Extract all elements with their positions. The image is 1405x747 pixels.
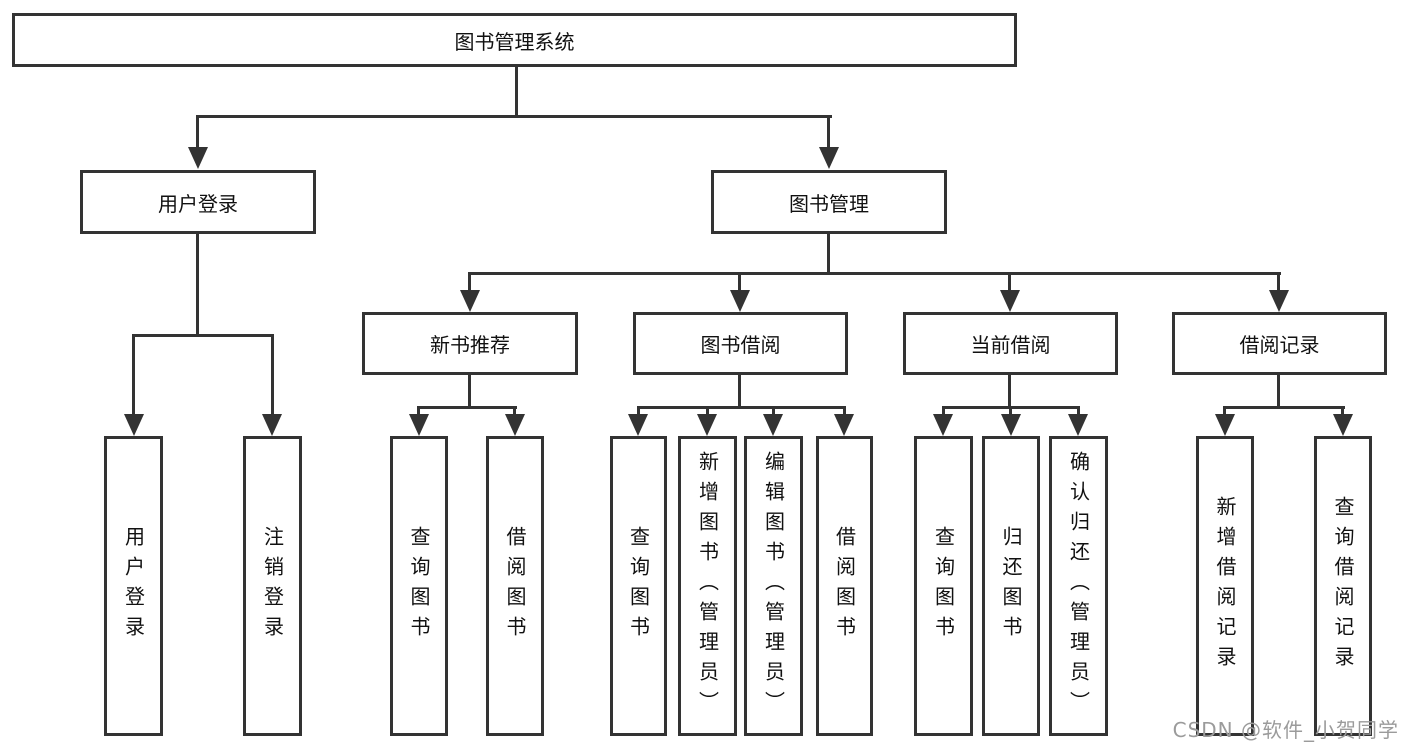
connector-bookborrow-c1-stem xyxy=(637,406,640,418)
connector-root-split xyxy=(196,115,832,118)
connector-bookborrow-stub xyxy=(738,375,741,409)
leaf-borrow-edit-admin-label: 编辑图书（管理员） xyxy=(761,451,786,721)
leaf-current-query: 查询图书 xyxy=(914,436,973,736)
leaf-user-login: 用户登录 xyxy=(104,436,163,736)
leaf-newbooks-borrow-label: 借阅图书 xyxy=(503,526,527,646)
node-user-login: 用户登录 xyxy=(80,170,316,234)
leaf-records-query: 查询借阅记录 xyxy=(1314,436,1372,736)
arrow-down-icon xyxy=(933,414,953,436)
leaf-borrow-borrow-label: 借阅图书 xyxy=(832,526,857,646)
connector-records-c1-stem xyxy=(1223,406,1226,418)
connector-currentborrow-c1-stem xyxy=(942,406,945,418)
connector-newbooks-c1-stem xyxy=(417,406,420,418)
connector-bookborrow-c4-stem xyxy=(843,406,846,418)
connector-bookborrow-split xyxy=(637,406,846,409)
arrow-down-icon xyxy=(819,147,839,169)
leaf-newbooks-borrow: 借阅图书 xyxy=(486,436,544,736)
arrow-down-icon xyxy=(628,414,648,436)
connector-l3-c2-stem xyxy=(738,272,741,292)
node-user-login-label: 用户登录 xyxy=(158,191,238,216)
node-current-borrow-label: 当前借阅 xyxy=(970,333,1051,357)
node-book-borrow: 图书借阅 xyxy=(633,312,848,375)
connector-userlogin-stub xyxy=(196,234,199,336)
leaf-current-confirm-admin: 确认归还（管理员） xyxy=(1049,436,1108,736)
connector-userlogin-c1-stem xyxy=(132,334,135,415)
csdn-watermark: CSDN @软件_小贺同学 xyxy=(1172,718,1399,742)
connector-newbooks-c2-stem xyxy=(513,406,516,418)
leaf-borrow-add-admin: 新增图书（管理员） xyxy=(678,436,737,736)
connector-newbooks-split xyxy=(417,406,517,409)
arrow-down-icon xyxy=(1215,414,1235,436)
connector-root-left-stem xyxy=(196,115,199,148)
leaf-borrow-query: 查询图书 xyxy=(610,436,667,736)
connector-userlogin-split xyxy=(132,334,274,337)
connector-l3-c4-stem xyxy=(1277,272,1280,292)
connector-root-stub xyxy=(515,67,518,118)
arrow-down-icon xyxy=(1333,414,1353,436)
leaf-newbooks-query: 查询图书 xyxy=(390,436,448,736)
connector-currentborrow-c2-stem xyxy=(1009,406,1012,418)
leaf-records-add-label: 新增借阅记录 xyxy=(1213,496,1237,676)
connector-currentborrow-c3-stem xyxy=(1077,406,1080,418)
connector-bookborrow-c3-stem xyxy=(772,406,775,418)
connector-l3-c1-stem xyxy=(468,272,471,292)
node-root-label: 图书管理系统 xyxy=(454,29,575,54)
connector-records-stub xyxy=(1277,375,1280,409)
leaf-borrow-add-admin-label: 新增图书（管理员） xyxy=(695,451,720,721)
leaf-current-return-label: 归还图书 xyxy=(999,526,1023,646)
leaf-borrow-query-label: 查询图书 xyxy=(626,526,651,646)
arrow-down-icon xyxy=(1001,414,1021,436)
node-book-borrow-label: 图书借阅 xyxy=(700,333,781,357)
leaf-logout-label: 注销登录 xyxy=(260,526,285,646)
arrow-down-icon xyxy=(834,414,854,436)
node-new-books-label: 新书推荐 xyxy=(430,333,510,357)
connector-bookmgmt-split xyxy=(468,272,1281,275)
connector-newbooks-stub xyxy=(468,375,471,409)
leaf-borrow-edit-admin: 编辑图书（管理员） xyxy=(744,436,803,736)
arrow-down-icon xyxy=(1269,290,1289,312)
node-book-mgmt-label: 图书管理 xyxy=(789,191,869,216)
arrow-down-icon xyxy=(697,414,717,436)
node-borrow-records-label: 借阅记录 xyxy=(1239,333,1320,357)
connector-records-c2-stem xyxy=(1341,406,1344,418)
arrow-down-icon xyxy=(505,414,525,436)
connector-bookmgmt-stub xyxy=(827,234,830,275)
arrow-down-icon xyxy=(1000,290,1020,312)
arrow-down-icon xyxy=(730,290,750,312)
leaf-records-query-label: 查询借阅记录 xyxy=(1331,496,1355,676)
node-current-borrow: 当前借阅 xyxy=(903,312,1118,375)
arrow-down-icon xyxy=(763,414,783,436)
leaf-newbooks-query-label: 查询图书 xyxy=(407,526,431,646)
arrow-down-icon xyxy=(409,414,429,436)
leaf-current-return: 归还图书 xyxy=(982,436,1040,736)
connector-root-right-stem xyxy=(827,115,830,148)
leaf-records-add: 新增借阅记录 xyxy=(1196,436,1254,736)
connector-l3-c3-stem xyxy=(1008,272,1011,292)
connector-bookborrow-c2-stem xyxy=(706,406,709,418)
leaf-borrow-borrow: 借阅图书 xyxy=(816,436,873,736)
connector-currentborrow-stub xyxy=(1008,375,1011,409)
node-new-books: 新书推荐 xyxy=(362,312,578,375)
leaf-user-login-label: 用户登录 xyxy=(121,526,146,646)
connector-records-split xyxy=(1223,406,1345,409)
arrow-down-icon xyxy=(188,147,208,169)
leaf-current-query-label: 查询图书 xyxy=(931,526,956,646)
arrow-down-icon xyxy=(1068,414,1088,436)
arrow-down-icon xyxy=(460,290,480,312)
connector-userlogin-c2-stem xyxy=(271,334,274,415)
arrow-down-icon xyxy=(262,414,282,436)
node-book-mgmt: 图书管理 xyxy=(711,170,947,234)
leaf-current-confirm-admin-label: 确认归还（管理员） xyxy=(1066,451,1091,721)
leaf-logout: 注销登录 xyxy=(243,436,302,736)
node-root: 图书管理系统 xyxy=(12,13,1017,67)
arrow-down-icon xyxy=(124,414,144,436)
node-borrow-records: 借阅记录 xyxy=(1172,312,1387,375)
